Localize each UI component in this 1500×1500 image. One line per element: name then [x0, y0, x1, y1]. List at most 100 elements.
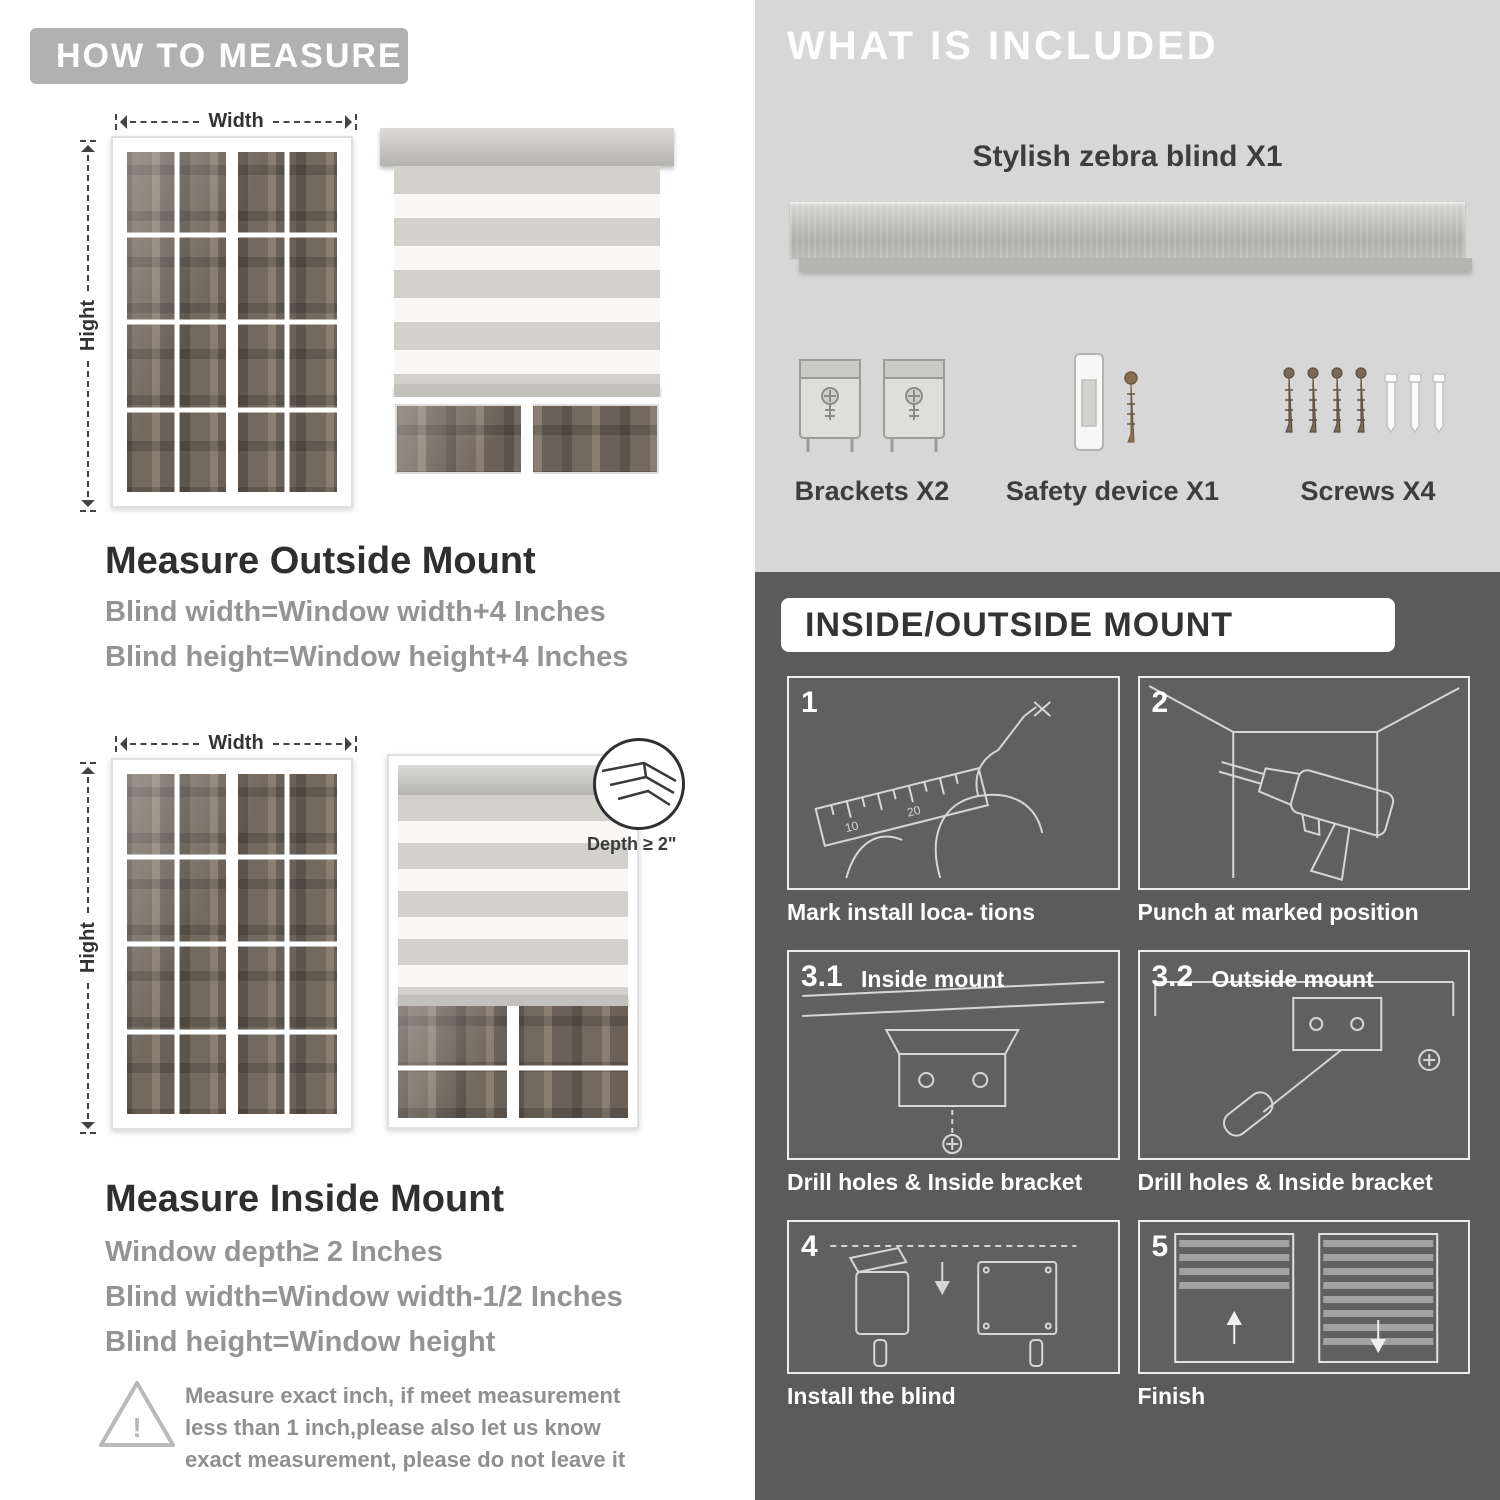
- dimension-tick: [355, 735, 358, 752]
- muntin: [521, 397, 533, 481]
- step-3-1-caption: Drill holes & Inside bracket: [787, 1169, 1083, 1195]
- inside-bracket-illustration: [802, 981, 1105, 1154]
- step-4-caption: Install the blind: [787, 1383, 956, 1409]
- step-3-1: 3.1 Inside mount Dri: [787, 950, 1120, 1196]
- mount-steps-grid: 1 10 20: [787, 676, 1470, 1410]
- window-below-blind: [398, 1006, 628, 1118]
- outside-mount-rule-height: Blind height=Window height+4 Inches: [105, 641, 629, 673]
- muntin: [122, 319, 342, 325]
- dimension-tick: [80, 140, 96, 142]
- safety-device-label: Safety device X1: [1005, 476, 1220, 506]
- step-2-panel: 2: [1137, 676, 1470, 890]
- depth-detail-circle: [593, 738, 685, 830]
- step-5-panel: 5: [1137, 1220, 1470, 1374]
- finish-illustration: [1173, 1233, 1438, 1363]
- muntin: [122, 854, 342, 859]
- window-corner-detail-icon: [601, 761, 677, 807]
- height-dimension-arrow: Hight: [77, 762, 99, 1134]
- blind-headrail-lip: [799, 258, 1472, 271]
- safety-device-icon: [1006, 330, 1219, 460]
- dimension-line: [87, 777, 89, 914]
- arrow-up-icon: [81, 145, 95, 152]
- muntin: [122, 232, 342, 237]
- arrow-left-icon: [120, 114, 127, 129]
- warning-exclamation: !: [132, 1412, 141, 1443]
- height-label: Hight: [76, 922, 99, 974]
- blind-headrail: [380, 128, 674, 166]
- mark-locations-illustration: 10 20: [814, 701, 1051, 879]
- step-2-caption: Punch at marked position: [1137, 899, 1419, 925]
- dimension-tick: [80, 762, 96, 764]
- outside-mount-rule-width: Blind width=Window width+4 Inches: [105, 596, 606, 628]
- window-below-blind: [388, 397, 666, 481]
- dimension-tick: [355, 113, 358, 130]
- blind-fabric: [394, 166, 660, 384]
- zebra-blind-count-label: Stylish zebra blind X1: [972, 140, 1283, 173]
- arrow-up-icon: [81, 767, 95, 774]
- dimension-line: [87, 155, 89, 292]
- svg-text:10: 10: [844, 818, 861, 835]
- zebra-blind-illustration: [380, 128, 674, 481]
- width-dimension-arrow: Width: [115, 732, 358, 755]
- outside-bracket-illustration: [1153, 981, 1454, 1137]
- step-number: 3.2: [1151, 960, 1194, 993]
- drill-illustration: [1148, 685, 1460, 881]
- inside-mount-figure: Width Hight: [75, 722, 715, 1162]
- arrow-down-icon: [81, 500, 95, 507]
- inside-mount-rule-height: Blind height=Window height: [105, 1326, 496, 1358]
- width-dimension-arrow: Width: [115, 110, 358, 133]
- step-number: 1: [801, 686, 818, 719]
- outside-mount-label: Outside mount: [1211, 966, 1374, 992]
- window-illustration: [111, 136, 353, 508]
- dimension-line: [272, 120, 343, 123]
- muntin: [122, 941, 342, 947]
- step-4-panel: 4: [787, 1220, 1120, 1374]
- blind-headrail: [398, 765, 628, 795]
- blind-bottomrail: [394, 384, 660, 397]
- warning-triangle-icon: !: [95, 1375, 179, 1458]
- what-is-included-header: WHAT IS INCLUDED: [787, 24, 1219, 68]
- inside-mount-rule-width: Blind width=Window width-1/2 Inches: [105, 1281, 623, 1313]
- how-to-measure-header: HOW TO MEASURE: [30, 28, 408, 84]
- width-label: Width: [208, 732, 264, 754]
- dimension-tick: [80, 510, 96, 512]
- height-label: Hight: [76, 300, 99, 352]
- install-blind-illustration: [830, 1245, 1077, 1367]
- screws-label: Screws X4: [1300, 476, 1436, 506]
- window-glass: [122, 147, 342, 497]
- step-3-2-caption: Drill holes & Inside bracket: [1137, 1169, 1433, 1195]
- step-3-1-panel: 3.1 Inside mount: [787, 950, 1120, 1160]
- brackets-item: Brackets X2: [792, 330, 952, 507]
- inside-mount-label: Inside mount: [861, 966, 1005, 992]
- dimension-tick: [115, 113, 117, 130]
- muntin: [122, 1029, 342, 1034]
- brackets-label: Brackets X2: [794, 476, 950, 506]
- width-label: Width: [208, 110, 264, 132]
- included-items-row: Brackets X2 Safety device X1: [765, 330, 1490, 507]
- inside-mount-rule-depth: Window depth≥ 2 Inches: [105, 1236, 443, 1268]
- inside-mount-blind-illustration: [387, 754, 639, 1129]
- arrow-right-icon: [345, 114, 353, 129]
- muntin: [507, 1006, 519, 1118]
- step-3-2: 3.2 Outside mount Dr: [1137, 950, 1470, 1196]
- dimension-line: [272, 742, 343, 745]
- dimension-line: [87, 982, 89, 1119]
- arrow-right-icon: [345, 736, 353, 751]
- dimension-tick: [80, 1132, 96, 1134]
- step-1-caption: Mark install loca- tions: [787, 899, 1035, 925]
- window-glass: [122, 769, 342, 1119]
- step-2: 2 Pun: [1137, 676, 1470, 926]
- step-4: 4: [787, 1220, 1120, 1410]
- muntin: [122, 407, 342, 412]
- depth-label: Depth ≥ 2": [587, 834, 677, 854]
- height-dimension-arrow: Hight: [77, 140, 99, 512]
- step-5-caption: Finish: [1137, 1383, 1206, 1409]
- dimension-line: [130, 120, 200, 123]
- mount-instructions-section: INSIDE/OUTSIDE MOUNT 1: [755, 572, 1500, 1500]
- mount-section-header: INSIDE/OUTSIDE MOUNT: [781, 598, 1395, 652]
- svg-text:20: 20: [906, 803, 923, 820]
- blind-bottomrail: [398, 995, 628, 1006]
- step-5: 5: [1137, 1220, 1470, 1410]
- blind-fabric: [398, 795, 628, 995]
